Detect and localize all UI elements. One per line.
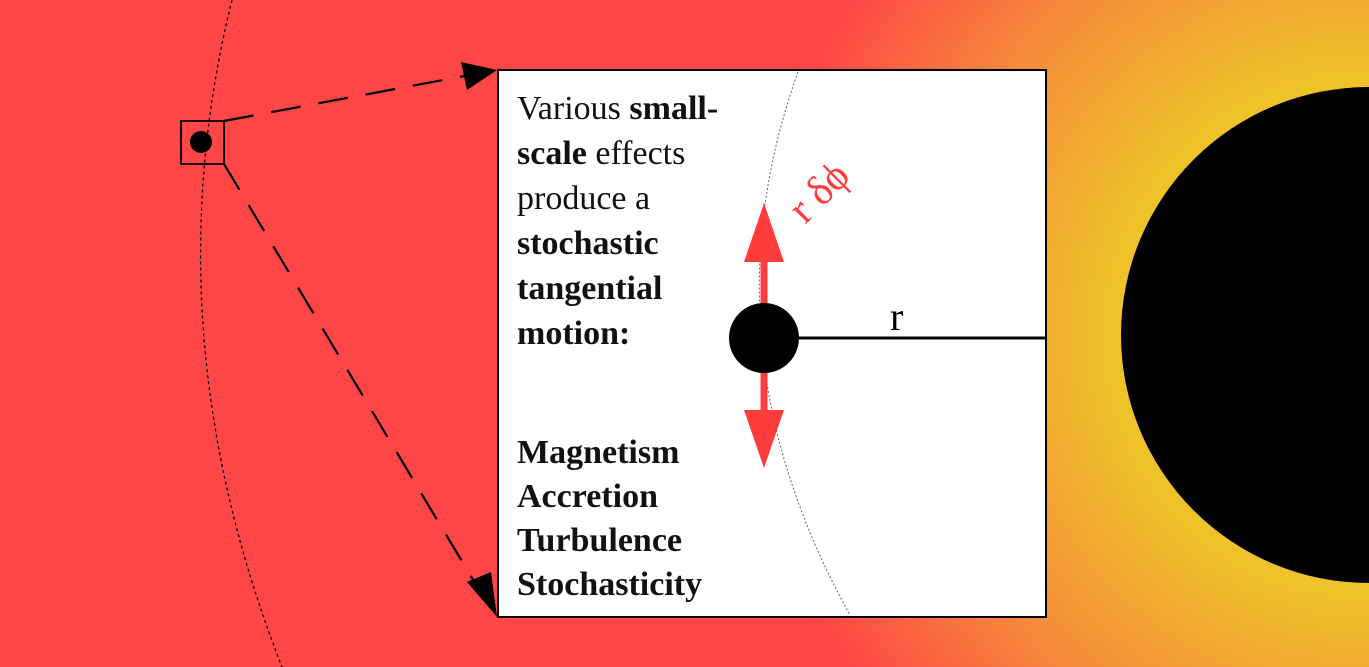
caption-line-5: tangential [517, 270, 663, 307]
black-hole [1121, 87, 1369, 583]
caption-text: Various small- scale effects produce a s… [517, 86, 777, 356]
radius-label: r [890, 294, 903, 339]
caption-line-1: Various small- [517, 90, 719, 127]
small-particle [190, 131, 212, 153]
effect-item-stochasticity: Stochasticity [517, 566, 703, 603]
zoom-line-bottom [223, 163, 479, 589]
effects-list: Magnetism Accretion Turbulence Stochasti… [517, 431, 777, 607]
effect-item-turbulence: Turbulence [517, 522, 683, 559]
zoom-arrowhead-top [461, 62, 497, 90]
zoom-source-box [180, 120, 225, 165]
caption-line-4: stochastic [517, 225, 659, 262]
effect-item-magnetism: Magnetism [517, 434, 680, 471]
zoom-arrowhead-bottom [467, 572, 497, 617]
caption-line-2: scale effects [517, 135, 686, 172]
zoom-line-top [223, 73, 471, 123]
caption-line-6: motion: [517, 315, 631, 352]
effect-item-accretion: Accretion [517, 478, 658, 515]
zoomed-particle [729, 303, 799, 373]
orbit-dotted-line [199, 0, 283, 667]
caption-line-3: produce a [517, 180, 651, 217]
tangential-arrow-up-head [744, 203, 784, 262]
tangential-arrow-down-head [744, 410, 784, 468]
